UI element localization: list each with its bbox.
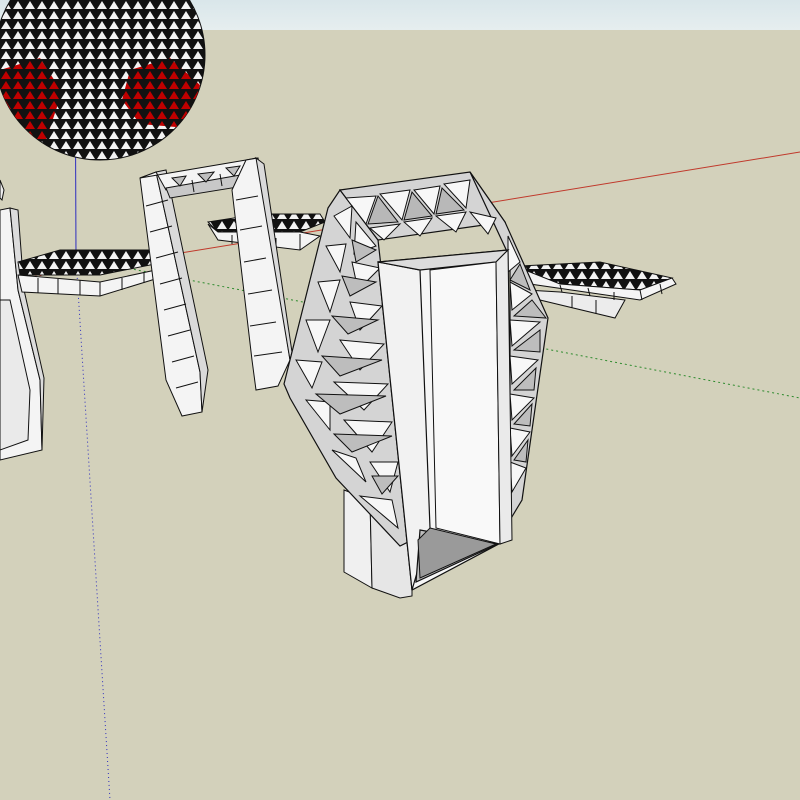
main-triangulated-arch[interactable]: [283, 171, 549, 599]
geodesic-sphere[interactable]: [0, 0, 206, 161]
tall-frame-arch[interactable]: [139, 156, 293, 417]
right-platform-rim: [518, 266, 677, 301]
left-platform-top: [17, 249, 167, 276]
left-panel-structure[interactable]: [0, 179, 45, 461]
blue-axis-dotted: [75, 257, 111, 800]
left-panel-sliver: [0, 179, 5, 202]
left-hexagonal-platform[interactable]: [17, 249, 167, 297]
main-arch-right-edge: [495, 248, 513, 545]
main-arch-opening-floor-light: [417, 527, 498, 579]
sphere-red-patch-right: [122, 58, 200, 128]
main-arch-opening-back: [429, 261, 501, 545]
right-hexagonal-platform[interactable]: [518, 261, 677, 319]
green-axis-dotted: [74, 257, 800, 399]
arch-left-leg-side: [155, 169, 209, 413]
left-panel-inner: [0, 299, 31, 451]
